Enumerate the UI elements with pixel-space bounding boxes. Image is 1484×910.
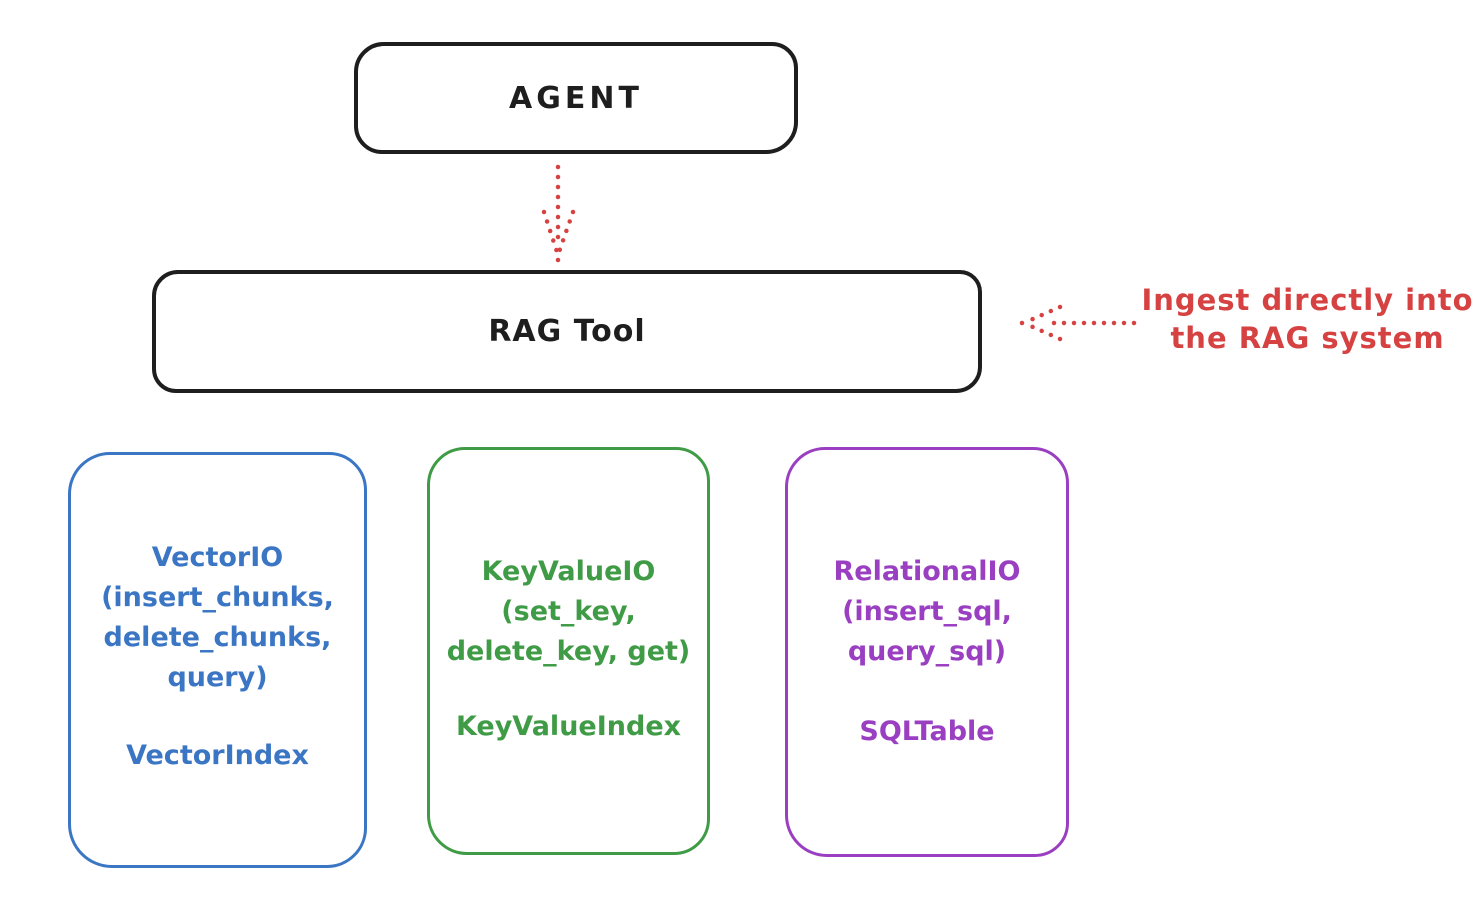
vector-index-label: VectorIndex	[126, 740, 309, 771]
vector-io-node: VectorIO (insert_chunks, delete_chunks, …	[68, 452, 367, 868]
arrowhead-top-wing	[1023, 304, 1063, 325]
io-line: (insert_chunks,	[101, 582, 334, 613]
agent-node: AGENT	[354, 42, 798, 154]
io-line: delete_key, get)	[446, 636, 691, 667]
arrowhead-bottom-wing	[1023, 321, 1063, 342]
io-line: VectorIO	[151, 542, 284, 573]
io-line: RelationalIO	[833, 556, 1021, 587]
arrowhead-right-wing	[556, 209, 576, 255]
rag-tool-label: RAG Tool	[488, 314, 646, 349]
annotation-to-ragtool-arrow	[1019, 304, 1137, 342]
annotation-line-1: Ingest directly into	[1141, 283, 1474, 317]
io-line: delete_chunks,	[103, 622, 332, 653]
vector-io-signature: VectorIO (insert_chunks, delete_chunks, …	[71, 455, 364, 776]
keyvalue-io-signature: KeyValueIO (set_key, delete_key, get) Ke…	[430, 450, 707, 747]
relational-io-signature: RelationalIO (insert_sql, query_sql) SQL…	[788, 450, 1066, 752]
keyvalue-io-node: KeyValueIO (set_key, delete_key, get) Ke…	[427, 447, 710, 855]
arrowhead-left-wing	[541, 209, 560, 255]
io-line: (set_key,	[501, 596, 636, 627]
ingest-annotation: Ingest directly into the RAG system	[1135, 281, 1480, 357]
agent-to-ragtool-arrow	[541, 164, 576, 263]
agent-label: AGENT	[509, 80, 643, 116]
relational-io-node: RelationalIO (insert_sql, query_sql) SQL…	[785, 447, 1069, 857]
io-line: (insert_sql,	[842, 596, 1012, 627]
io-line: KeyValueIO	[481, 556, 656, 587]
rag-tool-node: RAG Tool	[152, 270, 982, 393]
annotation-line-2: the RAG system	[1170, 321, 1445, 355]
keyvalue-index-label: KeyValueIndex	[455, 711, 682, 742]
sql-table-label: SQLTable	[859, 716, 995, 747]
io-line: query_sql)	[847, 636, 1007, 667]
io-line: query)	[167, 662, 268, 693]
